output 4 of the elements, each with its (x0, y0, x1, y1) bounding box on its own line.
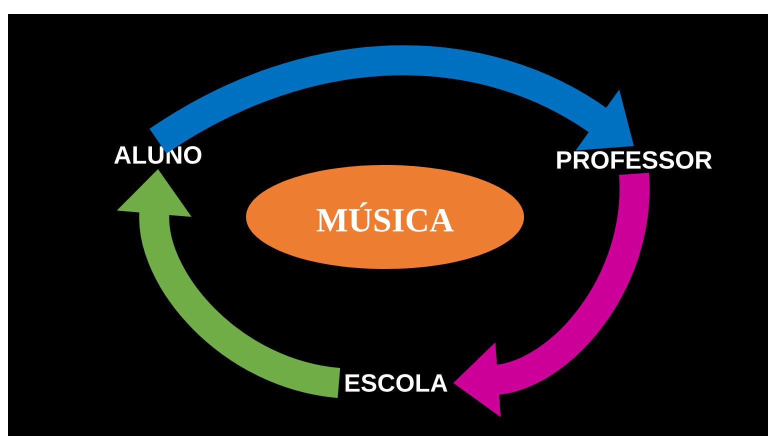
word-label: ESCOLA (346, 374, 448, 392)
word-label: PROFESSOR (557, 151, 712, 169)
ellipse-node: MÚSICA (246, 165, 524, 269)
word-label: ALUNO (114, 146, 202, 164)
